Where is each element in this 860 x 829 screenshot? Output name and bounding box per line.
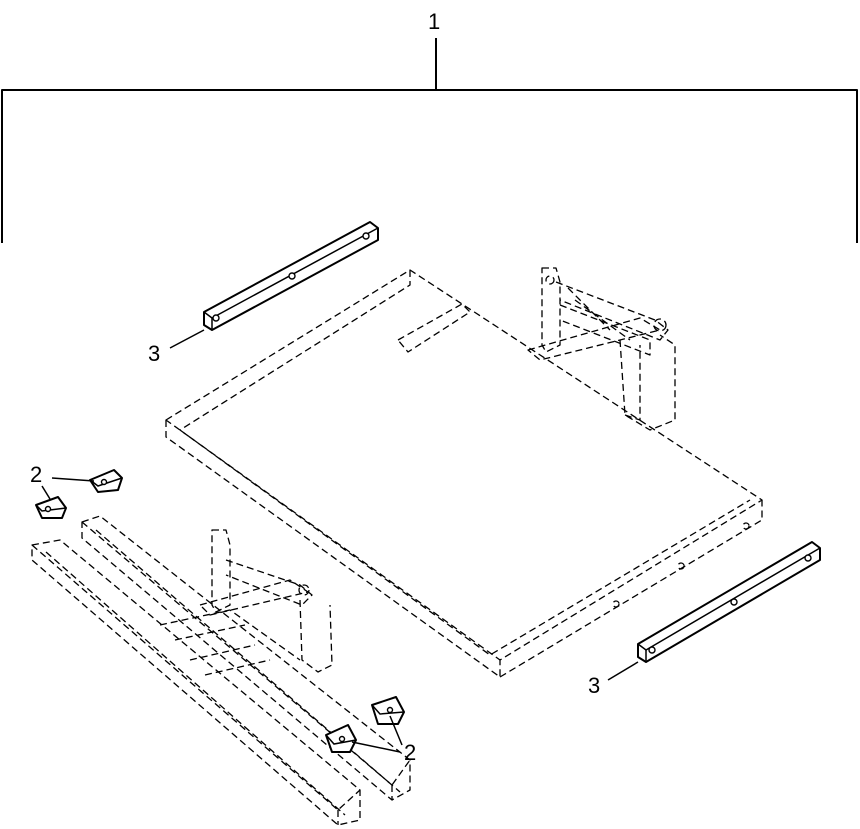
assembly-bracket bbox=[1, 38, 858, 243]
leader-3-upper bbox=[169, 329, 205, 349]
callout-1-label: 1 bbox=[428, 9, 440, 34]
leader-2-upper-a bbox=[51, 477, 95, 482]
wear-pad-lower-1 bbox=[325, 724, 357, 753]
callout-2-lower-label: 2 bbox=[404, 740, 416, 765]
deck-platform bbox=[165, 269, 763, 678]
callout-2-upper-label: 2 bbox=[30, 462, 42, 487]
callout-3-upper-label: 3 bbox=[148, 341, 160, 366]
wear-pad-upper-2 bbox=[35, 496, 67, 519]
callout-3-lower-label: 3 bbox=[588, 673, 600, 698]
leader-2-lower-a bbox=[351, 741, 401, 753]
wear-pad-lower-2 bbox=[371, 696, 405, 725]
wear-pad-upper-1 bbox=[89, 469, 123, 493]
rear-hinge-frame bbox=[527, 267, 676, 431]
lower-hinge-frame bbox=[159, 529, 333, 676]
skid-rail-right bbox=[81, 515, 411, 801]
leader-2-lower-b bbox=[389, 715, 403, 746]
skid-rail-left bbox=[31, 539, 361, 826]
wear-strip-upper bbox=[203, 221, 379, 331]
leader-3-lower bbox=[607, 661, 639, 681]
leader-2-upper-b bbox=[41, 485, 51, 500]
wear-strip-lower bbox=[637, 541, 821, 663]
